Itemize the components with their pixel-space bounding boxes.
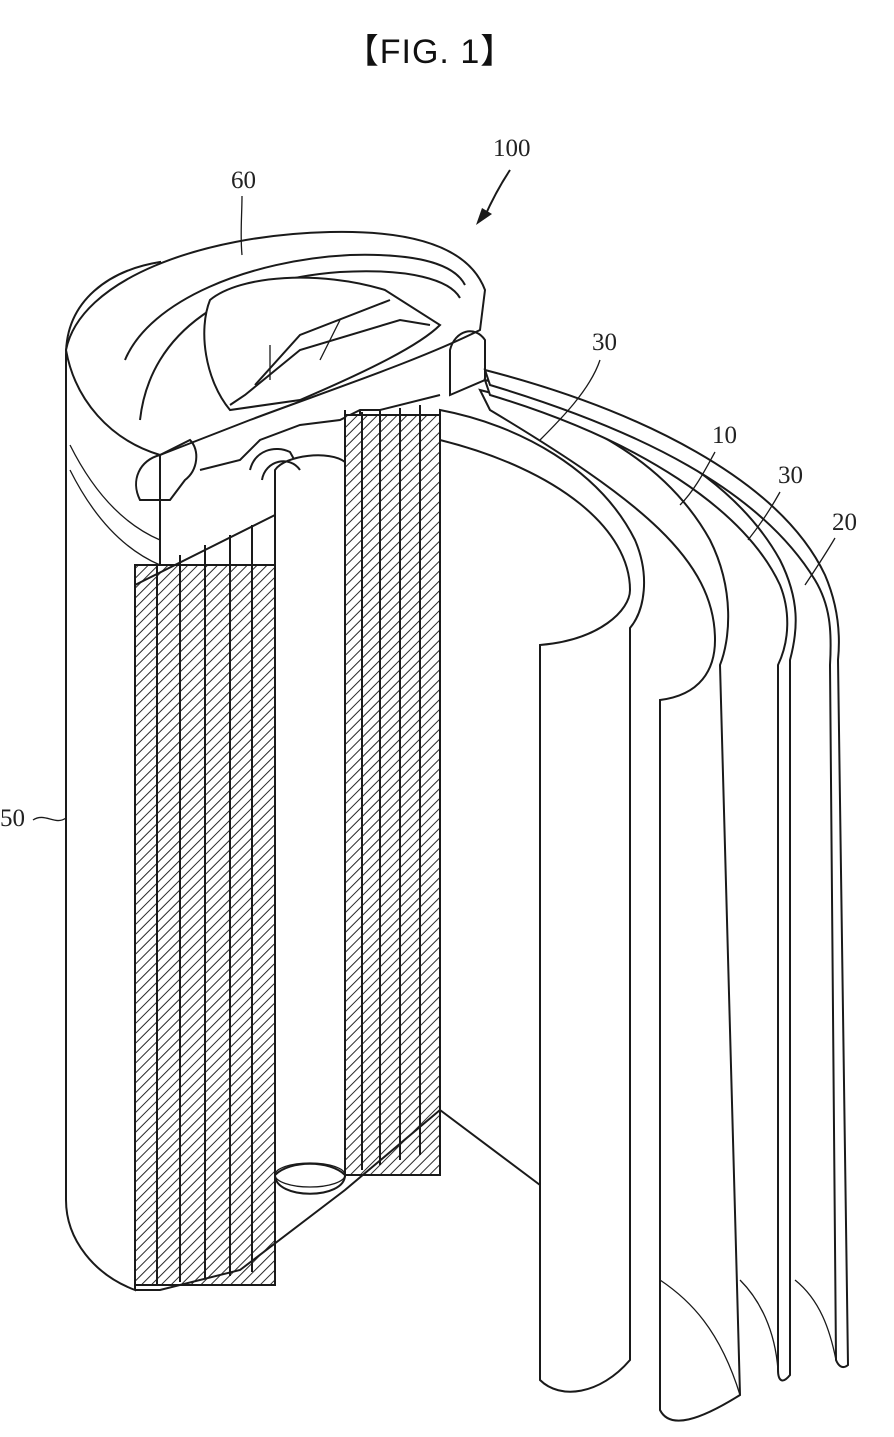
label-20: 20: [832, 509, 857, 536]
label-10: 10: [712, 422, 737, 449]
label-50: 50: [0, 805, 25, 832]
arrowhead-100: [476, 208, 492, 225]
separator-sheet-inner: [440, 410, 644, 1392]
leader-50: [33, 817, 66, 820]
label-100: 100: [493, 135, 531, 162]
center-pin: [262, 455, 345, 1193]
arrow-100: [484, 170, 510, 218]
separator-sheet-outer: [485, 380, 796, 1380]
left-electrode-stack: [135, 515, 275, 1285]
unrolled-layers: [440, 370, 848, 1421]
right-electrode-stack: [345, 405, 440, 1175]
label-60: 60: [231, 167, 256, 194]
label-30-outer: 30: [778, 462, 803, 489]
label-30-inner: 30: [592, 329, 617, 356]
leader-60: [241, 196, 242, 255]
